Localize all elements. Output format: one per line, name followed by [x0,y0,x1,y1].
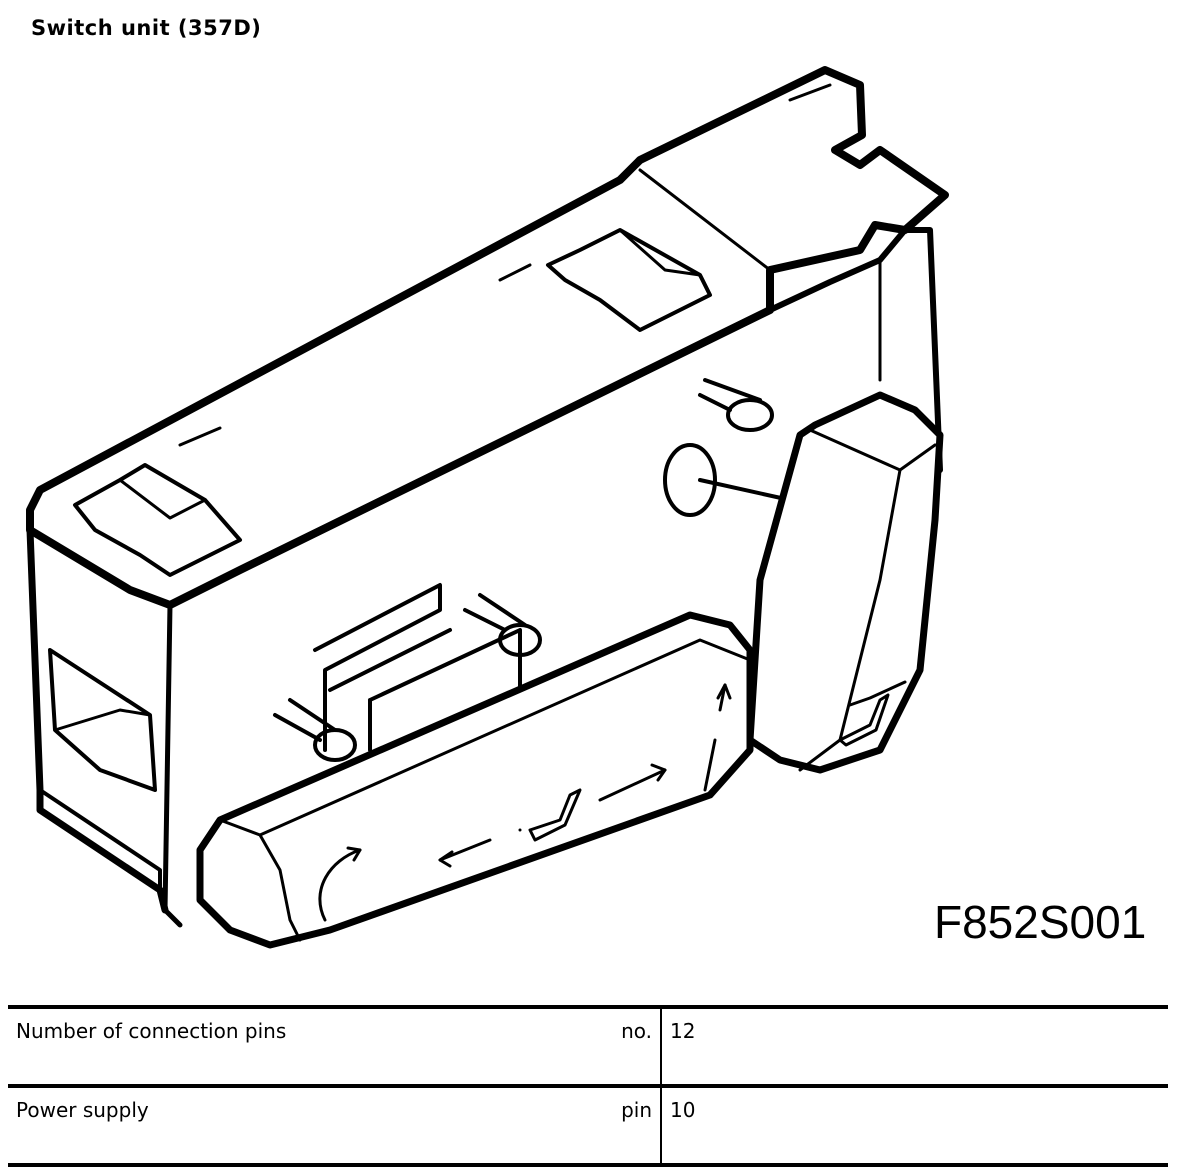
table-row: Number of connection pins no. 12 [8,1007,1168,1086]
spec-unit: no. [534,1007,662,1086]
spec-value: 10 [670,1098,696,1122]
spec-unit: pin [534,1086,662,1165]
drawing-code: F852S001 [934,896,1147,948]
direction-arrows [318,680,907,922]
housing-left-face [26,526,169,914]
spec-value: 12 [670,1019,696,1043]
spec-label: Power supply [16,1098,149,1122]
internal-bracket [313,583,522,752]
specification-table: Number of connection pins no. 12 Power s… [8,1005,1168,1167]
switch-unit-illustration [26,66,949,949]
housing-front-face [162,602,183,928]
seat-base-knob [196,611,754,949]
document-title: Switch unit (357D) [31,16,262,40]
table-row: Power supply pin 10 [8,1086,1168,1165]
spec-label: Number of connection pins [16,1019,287,1043]
side-connector [48,648,157,792]
seatback-knob [746,391,944,774]
